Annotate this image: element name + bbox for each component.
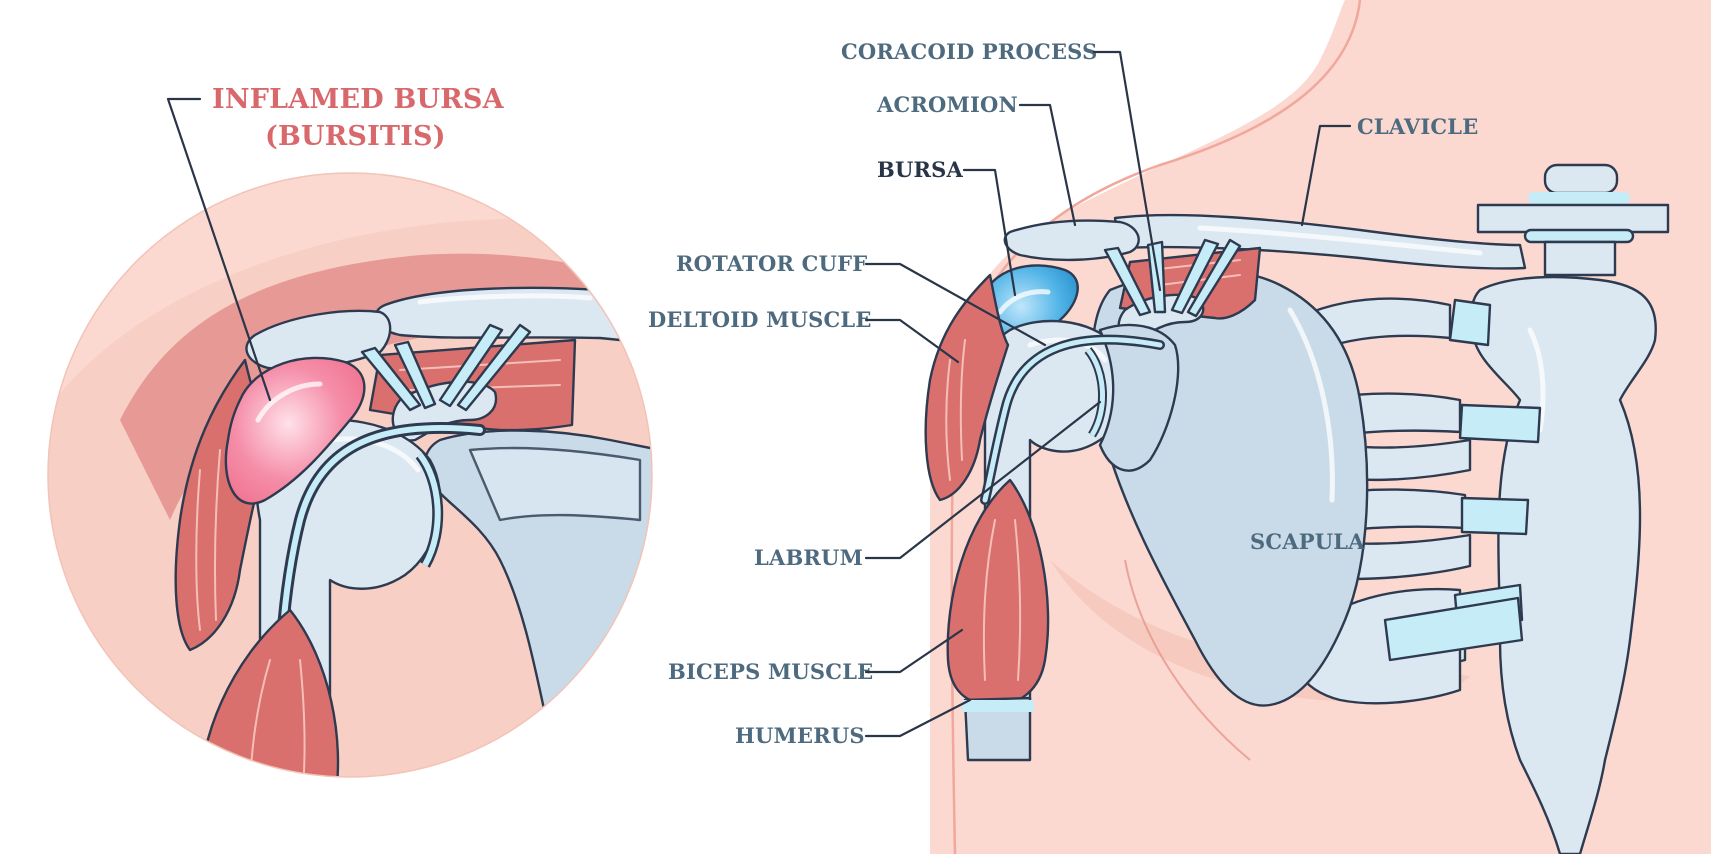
leader-coracoid-process (1092, 50, 1162, 292)
inset-title-line2: (BURSITIS) (265, 121, 446, 152)
shoulder-joint (924, 219, 1262, 762)
leader-inflamed-bursa (166, 97, 272, 402)
leader-humerus (864, 698, 972, 738)
inset-title: INFLAMED BURSA (BURSITIS) (166, 84, 505, 402)
inset-inflamed-bursa (47, 172, 653, 778)
label-humerus: HUMERUS (735, 723, 865, 748)
leader-rotator-cuff (864, 262, 1047, 347)
label-biceps-muscle: BICEPS MUSCLE (668, 659, 873, 684)
label-labrum: LABRUM (754, 545, 863, 570)
spine (1476, 163, 1670, 277)
labels-right: CORACOID PROCESS ACROMION BURSA ROTATOR … (648, 39, 1478, 748)
label-bursa: BURSA (877, 157, 963, 182)
leader-bursa (962, 168, 1017, 297)
label-deltoid-muscle: DELTOID MUSCLE (648, 307, 872, 332)
leader-labrum (864, 400, 1102, 560)
leader-biceps-muscle (864, 628, 964, 674)
costal-cartilage (1383, 298, 1542, 662)
leader-acromion (1018, 103, 1077, 227)
label-scapula: SCAPULA (1250, 529, 1365, 554)
label-clavicle: CLAVICLE (1357, 114, 1478, 139)
leader-deltoid-muscle (864, 318, 960, 364)
inset-title-line1: INFLAMED BURSA (212, 84, 505, 115)
label-coracoid-process: CORACOID PROCESS (841, 39, 1097, 64)
leader-clavicle (1300, 124, 1352, 227)
label-rotator-cuff: ROTATOR CUFF (676, 251, 867, 276)
label-acromion: ACROMION (876, 92, 1018, 117)
